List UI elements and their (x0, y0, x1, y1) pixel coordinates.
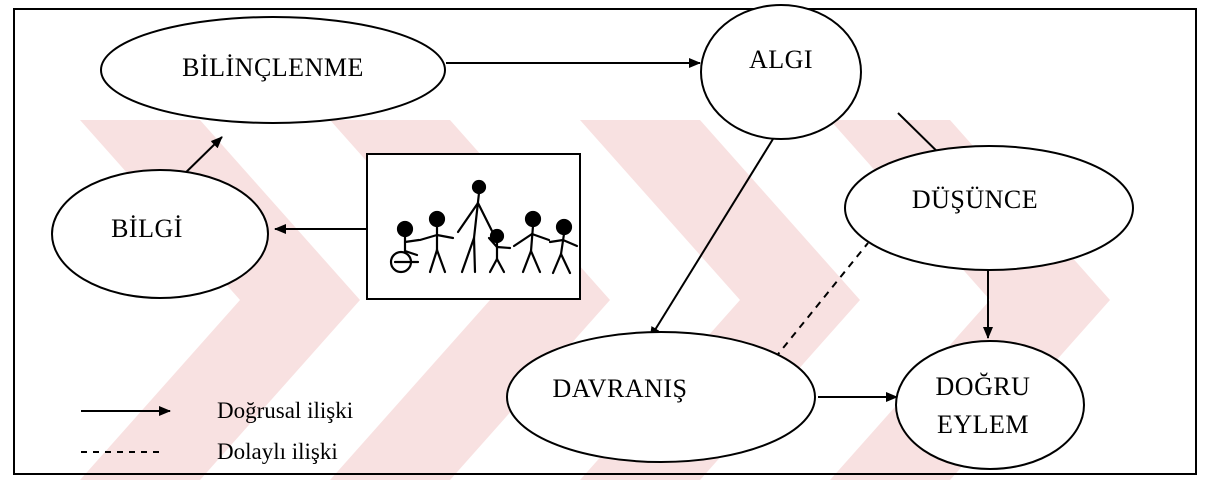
child-figure-1-icon (418, 210, 455, 274)
arrow-algi-to-davranis (649, 138, 774, 339)
connectors (174, 58, 993, 402)
node-davranis-label: DAVRANIŞ (553, 374, 688, 403)
legend-indirect-label: Dolaylı ilişki (217, 439, 338, 464)
node-bilinclenme-label: BİLİNÇLENME (182, 53, 364, 82)
node-dusunce-label: DÜŞÜNCE (912, 185, 1038, 214)
illustration-box (366, 153, 581, 300)
people-holding-hands-illustration (389, 179, 579, 275)
child-figure-2-icon (487, 228, 512, 274)
legend-indirect-item: Dolaylı ilişki (81, 439, 338, 464)
child-figure-3-icon (512, 210, 551, 274)
legend-direct-label: Doğrusal ilişki (217, 398, 353, 423)
legend-direct-item: Doğrusal ilişki (81, 398, 353, 423)
node-dusunce: DÜŞÜNCE (844, 145, 1134, 271)
node-algi: ALGI (700, 4, 862, 140)
node-bilinclenme: BİLİNÇLENME (100, 16, 446, 124)
node-dogru-eylem-label-line2: EYLEM (937, 410, 1029, 439)
wheelchair-icon (389, 220, 421, 274)
node-dogru-eylem: DOĞRU EYLEM (895, 340, 1085, 470)
legend: Doğrusal ilişki Dolaylı ilişki (81, 398, 353, 464)
node-algi-label: ALGI (749, 45, 813, 74)
diagram-frame (13, 8, 1197, 475)
node-bilgi: BİLGİ (51, 169, 269, 299)
dashed-davranis-dusunce (774, 242, 869, 359)
node-bilgi-label: BİLGİ (111, 214, 183, 243)
node-dogru-eylem-label-line1: DOĞRU (936, 372, 1031, 401)
node-davranis: DAVRANIŞ (506, 331, 816, 463)
child-figure-4-icon (548, 218, 579, 275)
adult-figure-icon (456, 179, 494, 274)
